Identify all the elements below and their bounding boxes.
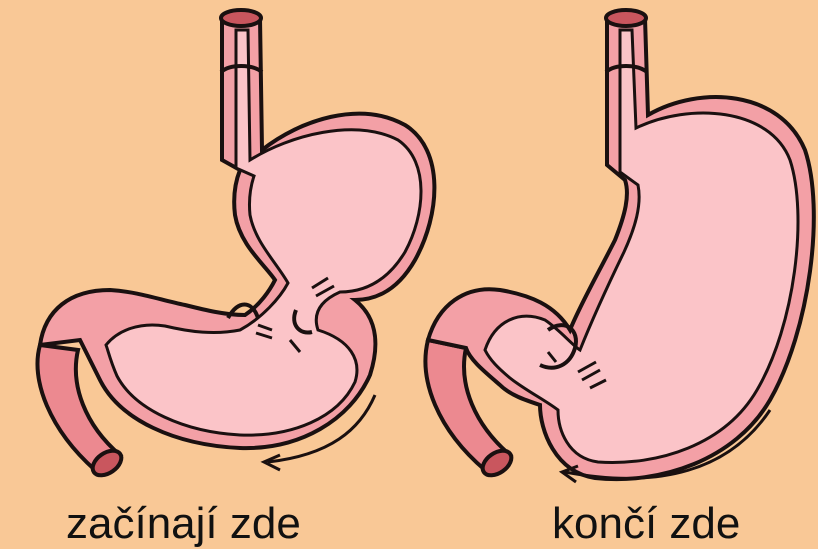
- caption-left: začínají zde: [66, 502, 301, 546]
- esophagus-top-left: [221, 10, 261, 26]
- stomach-right: [425, 10, 813, 482]
- esophagus-top-right: [606, 10, 646, 26]
- stomach-left: [37, 10, 434, 480]
- stomach-lumen-left: [106, 30, 421, 435]
- caption-right: končí zde: [552, 502, 740, 546]
